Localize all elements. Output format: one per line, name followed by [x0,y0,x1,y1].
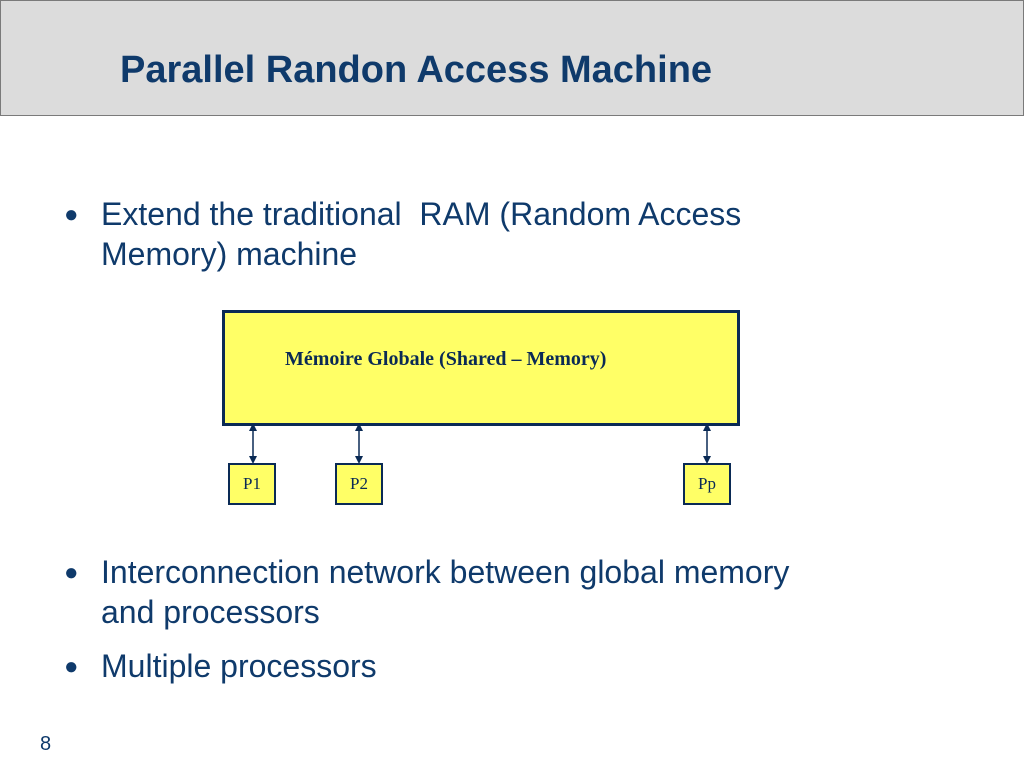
processor-box-p2: P2 [335,463,383,505]
bullet-icon: ● [64,653,79,680]
global-memory-label: Mémoire Globale (Shared – Memory) [285,348,607,370]
bullet-icon: ● [64,201,79,228]
processor-box-pp: Pp [683,463,731,505]
bullet-icon: ● [64,559,79,586]
processor-box-p1: P1 [228,463,276,505]
bullet-text: Multiple processors [101,648,377,684]
global-memory-box: Mémoire Globale (Shared – Memory) [222,310,740,426]
slide-title: Parallel Randon Access Machine [120,49,713,91]
title-bar: Parallel Randon Access Machine [0,0,1024,116]
bullet-text: Interconnection network between global m… [101,554,790,630]
bullet-text: Extend the traditional RAM (Random Acces… [101,196,742,272]
page-number: 8 [40,733,52,755]
